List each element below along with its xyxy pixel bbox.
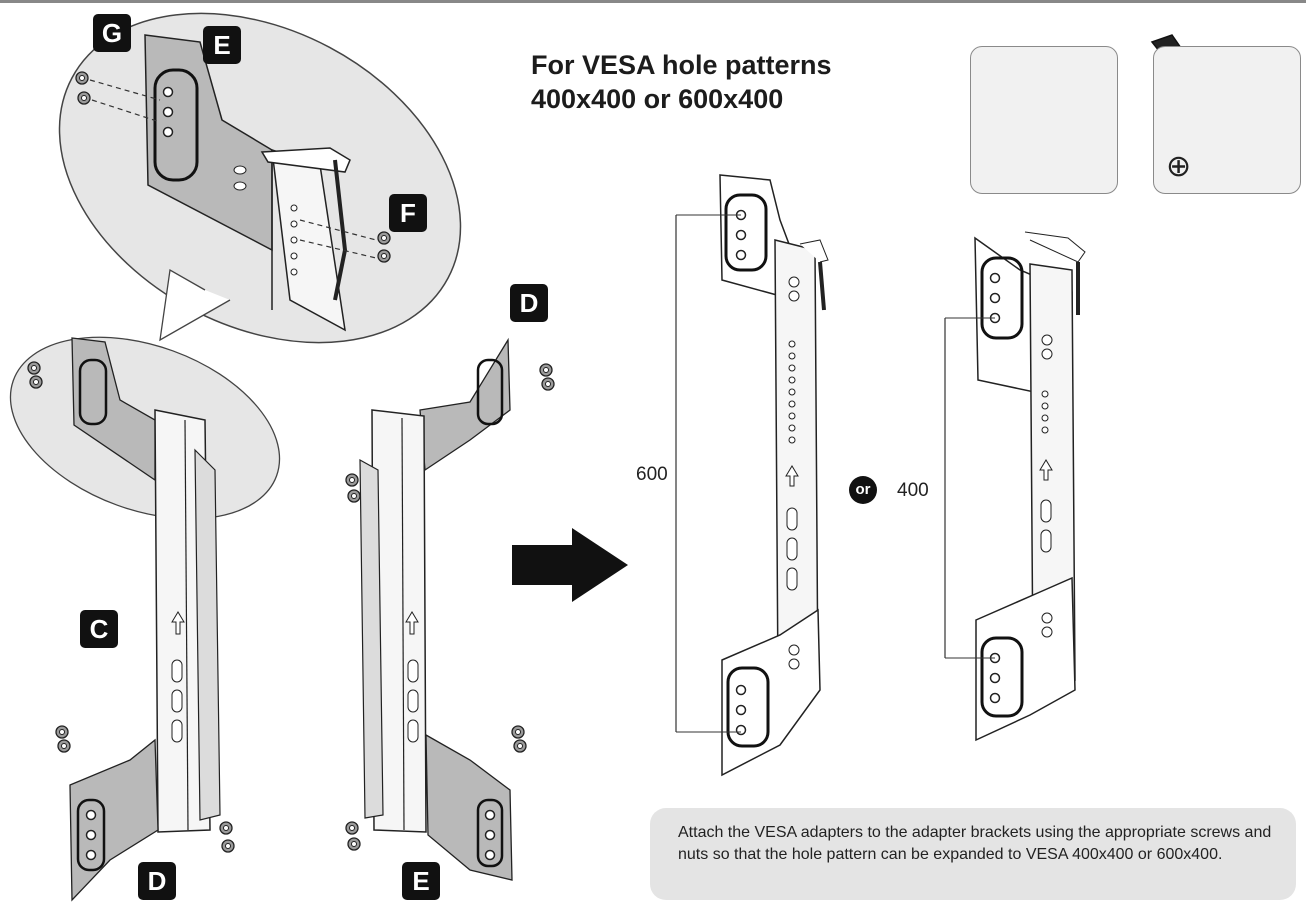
wrench-tool-box [970, 46, 1118, 194]
dimension-600: 600 [636, 464, 668, 485]
left-bracket-assembly [9, 336, 281, 902]
part-label-f: F [389, 194, 427, 232]
heading: For VESA hole patterns 400x400 or 600x40… [531, 48, 832, 116]
middle-bracket-assembly [345, 337, 555, 881]
top-rule [0, 0, 1306, 3]
heading-line-1: For VESA hole patterns [531, 50, 832, 80]
part-label-g: G [93, 14, 131, 52]
part-label-e-top: E [203, 26, 241, 64]
phillips-symbol: ⊕ [1166, 149, 1192, 184]
or-badge: or [849, 476, 877, 504]
part-label-d-bottom: D [138, 862, 176, 900]
part-label-c: C [80, 610, 118, 648]
screwdriver-tool-box: ⊕ [1153, 46, 1301, 194]
heading-line-2: 400x400 or 600x400 [531, 84, 784, 114]
part-label-e-bottom: E [402, 862, 440, 900]
instruction-note: Attach the VESA adapters to the adapter … [650, 808, 1296, 900]
result-600-bracket [675, 174, 829, 777]
zoom-pointer [159, 268, 231, 342]
detail-zoom-ellipse-top [58, 12, 462, 344]
result-400-bracket [944, 231, 1086, 742]
dimension-400: 400 [897, 480, 929, 501]
right-arrow-icon [512, 528, 628, 602]
part-label-d-right: D [510, 284, 548, 322]
